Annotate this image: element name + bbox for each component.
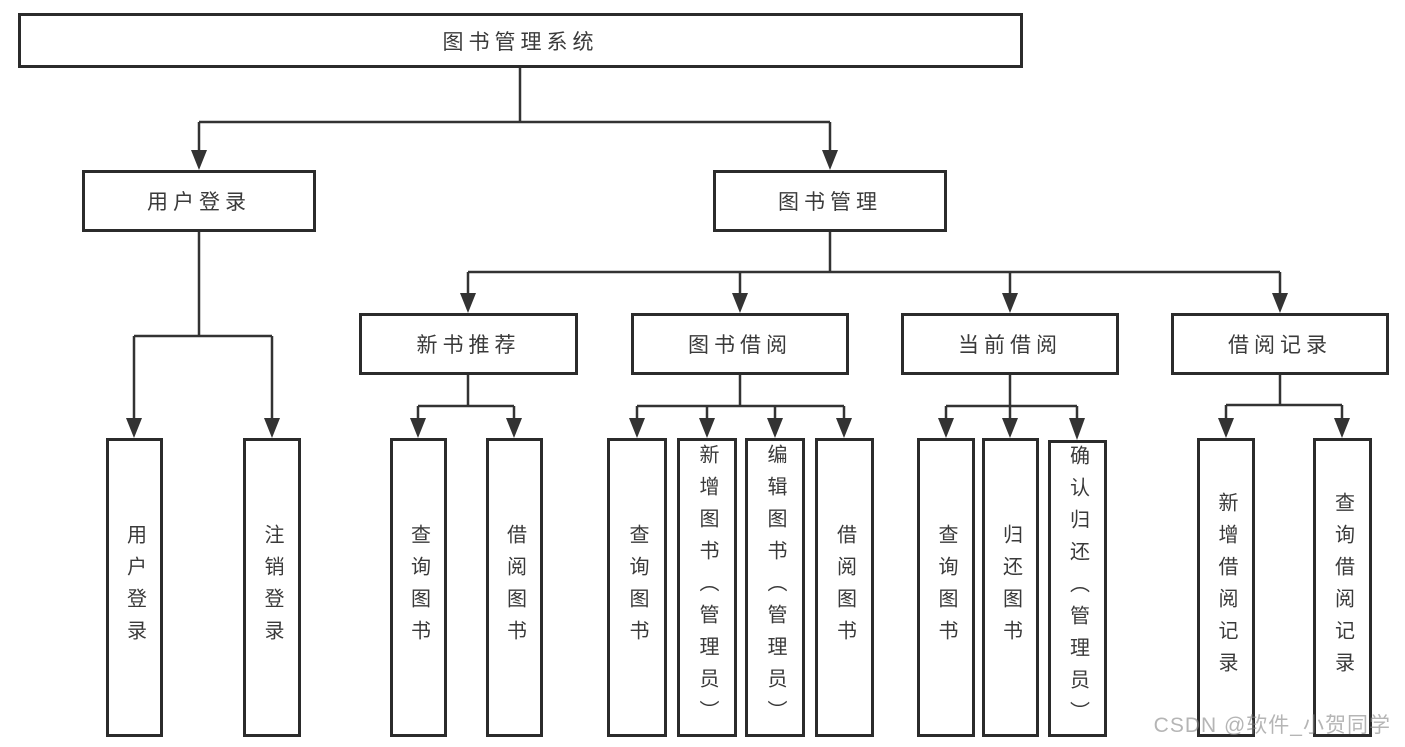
leaf-search-books-borrow: 查询图书 <box>607 438 667 737</box>
leaf-logout-login: 注销登录 <box>243 438 301 737</box>
leaf-confirm-return-admin: 确认归还（管理员） <box>1048 440 1107 737</box>
node-label: 查询借阅记录 <box>1331 491 1354 684</box>
arrowheads <box>126 150 1350 440</box>
node-label: 确认归还（管理员） <box>1066 444 1089 733</box>
node-current-borrowing: 当前借阅 <box>901 313 1119 375</box>
node-label: 查询图书 <box>626 523 648 652</box>
csdn-watermark: CSDN @软件_小贺同学 <box>1153 714 1391 737</box>
leaf-edit-books-admin: 编辑图书（管理员） <box>745 438 805 737</box>
node-label: 借阅图书 <box>833 523 856 652</box>
node-label: 新增借阅记录 <box>1215 491 1237 684</box>
leaf-add-borrow-record: 新增借阅记录 <box>1197 438 1255 737</box>
node-library-management-system: 图书管理系统 <box>18 13 1023 68</box>
leaf-user-login: 用户登录 <box>106 438 163 737</box>
leaf-search-books-recommend: 查询图书 <box>390 438 447 737</box>
node-label: 图书管理系统 <box>442 30 599 54</box>
node-label: 借阅图书 <box>503 523 526 652</box>
node-label: 用户登录 <box>147 191 251 214</box>
leaf-search-borrow-record: 查询借阅记录 <box>1313 438 1372 737</box>
node-label: 归还图书 <box>999 523 1022 652</box>
leaf-search-books-current: 查询图书 <box>917 438 975 737</box>
leaf-add-books-admin: 新增图书（管理员） <box>677 438 737 737</box>
node-label: 借阅记录 <box>1228 334 1332 357</box>
node-label: 注销登录 <box>261 523 283 652</box>
node-user-login: 用户登录 <box>82 170 316 232</box>
node-label: 图书管理 <box>778 191 882 214</box>
node-label: 当前借阅 <box>958 334 1062 357</box>
node-label: 查询图书 <box>407 523 430 652</box>
node-label: 用户登录 <box>123 523 146 652</box>
node-borrowing-records: 借阅记录 <box>1171 313 1389 375</box>
leaf-borrow-books-recommend: 借阅图书 <box>486 438 543 737</box>
node-label: 编辑图书（管理员） <box>764 443 786 732</box>
node-book-borrowing: 图书借阅 <box>631 313 849 375</box>
node-new-book-recommendation: 新书推荐 <box>359 313 578 375</box>
node-label: 新书推荐 <box>416 334 521 357</box>
node-label: 查询图书 <box>935 523 957 652</box>
leaf-borrow-books: 借阅图书 <box>815 438 874 737</box>
node-label: 图书借阅 <box>688 334 792 357</box>
node-label: 新增图书（管理员） <box>696 443 718 732</box>
leaf-return-books: 归还图书 <box>982 438 1039 737</box>
node-book-management: 图书管理 <box>713 170 947 232</box>
